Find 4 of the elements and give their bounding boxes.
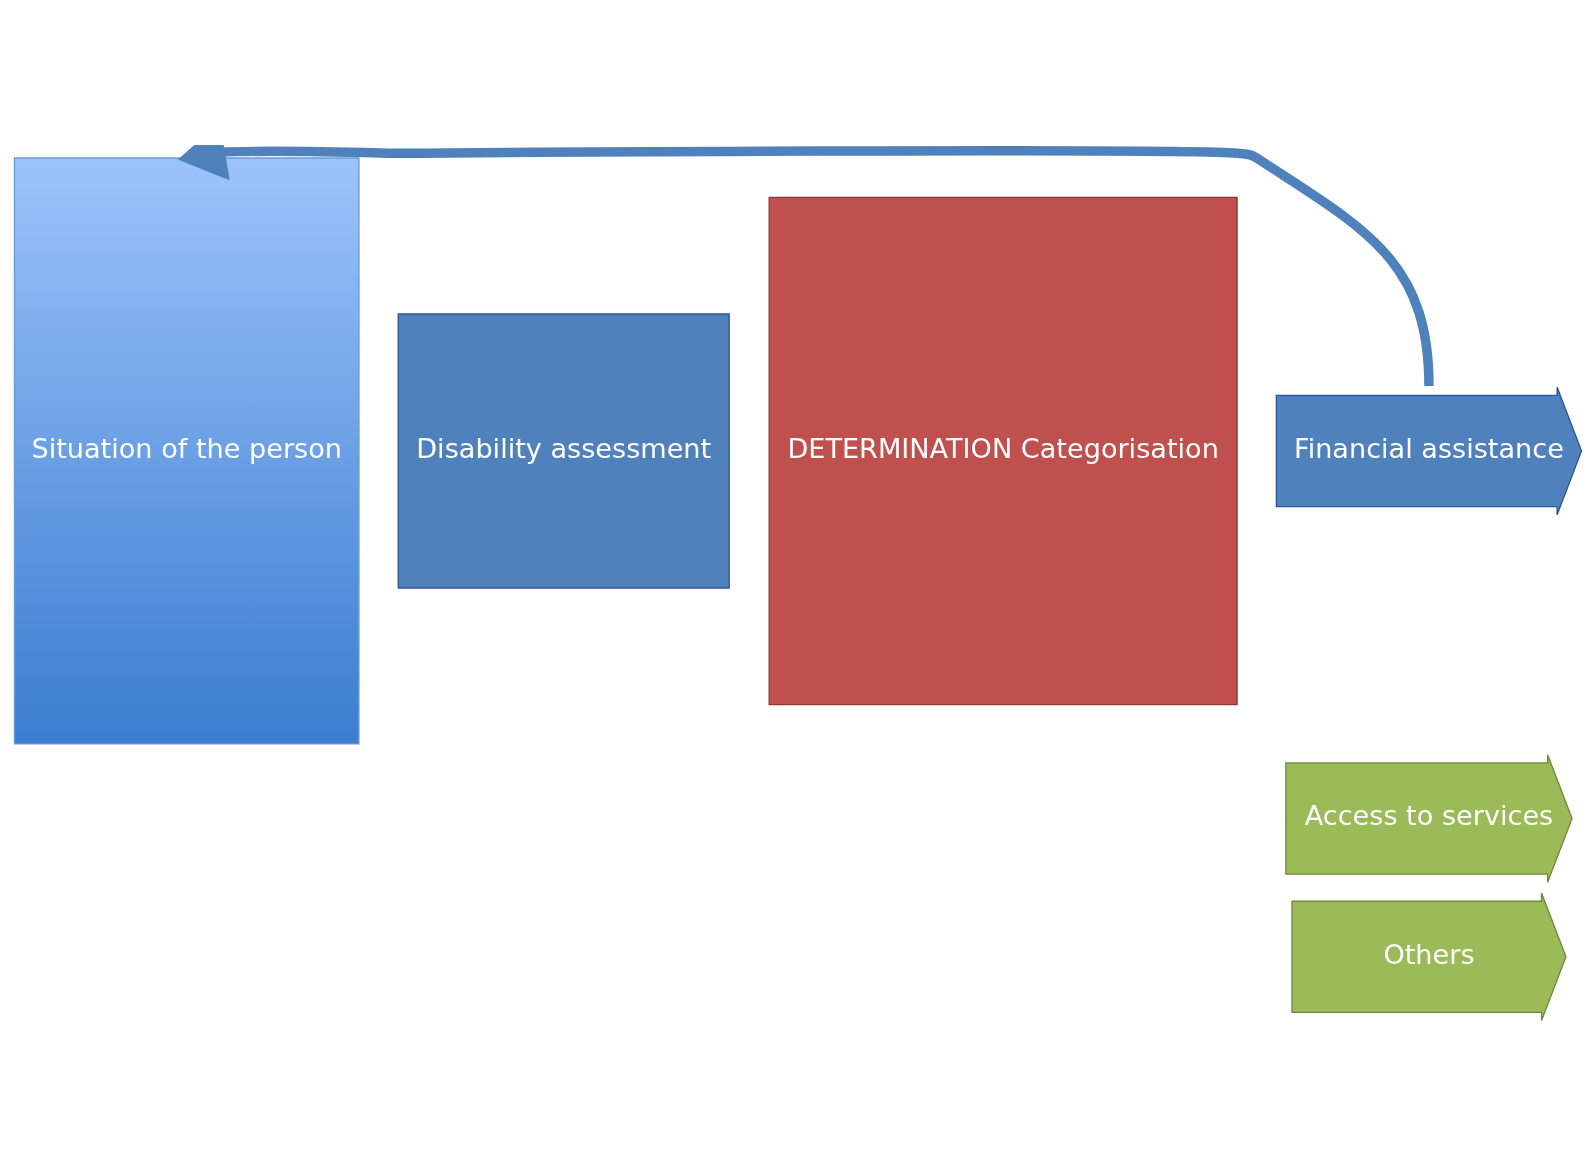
arrow [177, 144, 1434, 386]
node-box: Disability assessment [397, 312, 730, 589]
node-box: Situation of the person [13, 156, 360, 745]
node-box: DETERMINATION Categorisation [768, 196, 1238, 705]
